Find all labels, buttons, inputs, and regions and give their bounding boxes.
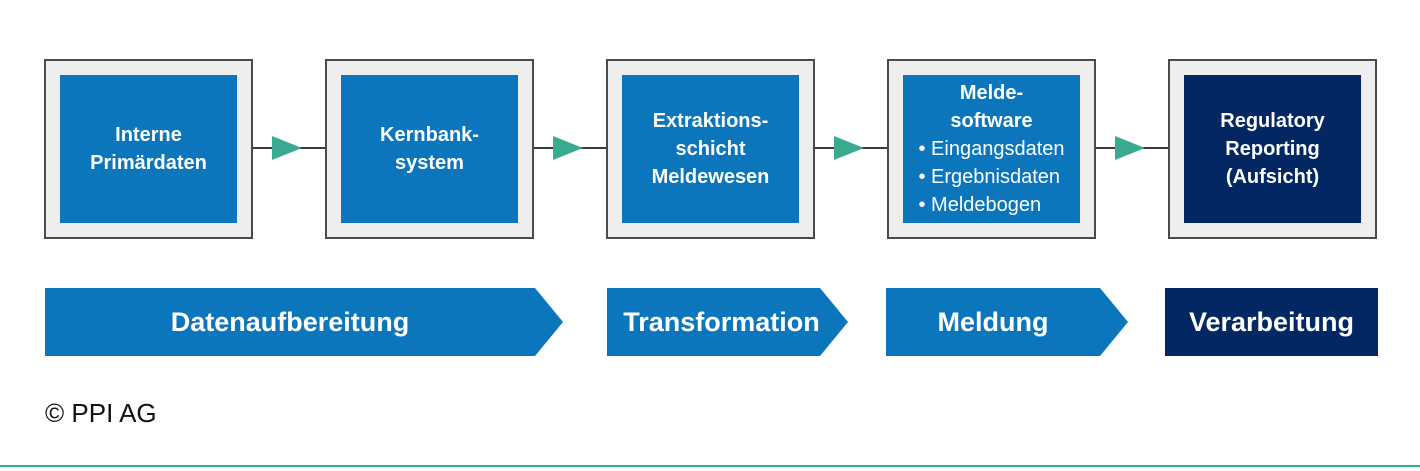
box-4-line-1: Melde- bbox=[959, 82, 1024, 104]
phase-banner-transformation: Transformation bbox=[607, 288, 848, 356]
box-4-bullet-3: Meldebogen bbox=[918, 191, 1064, 219]
arrow-right-icon-3 bbox=[834, 136, 864, 160]
process-box-4-content: Melde- software Eingangsdaten Ergebnisda… bbox=[903, 75, 1080, 223]
process-box-4: Melde- software Eingangsdaten Ergebnisda… bbox=[887, 59, 1096, 239]
process-box-2: Kernbank- system bbox=[325, 59, 534, 239]
process-box-1: Interne Primärdaten bbox=[44, 59, 253, 239]
arrow-right-icon-1 bbox=[272, 136, 302, 160]
box-3-line-1: Extraktions- bbox=[652, 110, 769, 132]
phase-label-1: Datenaufbereitung bbox=[170, 306, 410, 337]
box-4-bullet-1: Eingangsdaten bbox=[918, 135, 1064, 163]
bottom-divider bbox=[0, 465, 1420, 467]
phase-banner-datenaufbereitung: Datenaufbereitung bbox=[45, 288, 563, 356]
box-5-line-1: Regulatory bbox=[1220, 110, 1325, 132]
box-2-line-1: Kernbank- bbox=[380, 124, 479, 146]
process-box-3-content: Extraktions- schicht Meldewesen bbox=[622, 75, 799, 223]
arrow-right-icon-2 bbox=[553, 136, 583, 160]
process-box-2-content: Kernbank- system bbox=[341, 75, 518, 223]
box-3-line-3: Meldewesen bbox=[651, 166, 770, 188]
phase-banner-verarbeitung: Verarbeitung bbox=[1165, 288, 1378, 356]
phase-label-3: Meldung bbox=[937, 306, 1049, 337]
process-box-3: Extraktions- schicht Meldewesen bbox=[606, 59, 815, 239]
copyright-notice: © PPI AG bbox=[45, 398, 157, 428]
box-4-bullet-list: Eingangsdaten Ergebnisdaten Meldebogen bbox=[918, 135, 1064, 219]
box-5-line-3: (Aufsicht) bbox=[1225, 166, 1320, 188]
arrow-right-icon-4 bbox=[1115, 136, 1145, 160]
box-3-line-2: schicht bbox=[675, 138, 746, 160]
box-4-line-2: software bbox=[950, 110, 1033, 132]
phase-label-4: Verarbeitung bbox=[1188, 306, 1355, 337]
box-2-line-2: system bbox=[395, 152, 464, 174]
box-1-line-2: Primärdaten bbox=[90, 152, 207, 174]
phase-banner-meldung: Meldung bbox=[886, 288, 1128, 356]
process-box-5: Regulatory Reporting (Aufsicht) bbox=[1168, 59, 1377, 239]
process-box-1-content: Interne Primärdaten bbox=[60, 75, 237, 223]
box-5-line-2: Reporting bbox=[1225, 138, 1320, 160]
box-1-line-1: Interne bbox=[115, 124, 182, 146]
box-4-bullet-2: Ergebnisdaten bbox=[918, 163, 1064, 191]
process-box-5-content: Regulatory Reporting (Aufsicht) bbox=[1184, 75, 1361, 223]
phase-label-2: Transformation bbox=[623, 306, 820, 337]
